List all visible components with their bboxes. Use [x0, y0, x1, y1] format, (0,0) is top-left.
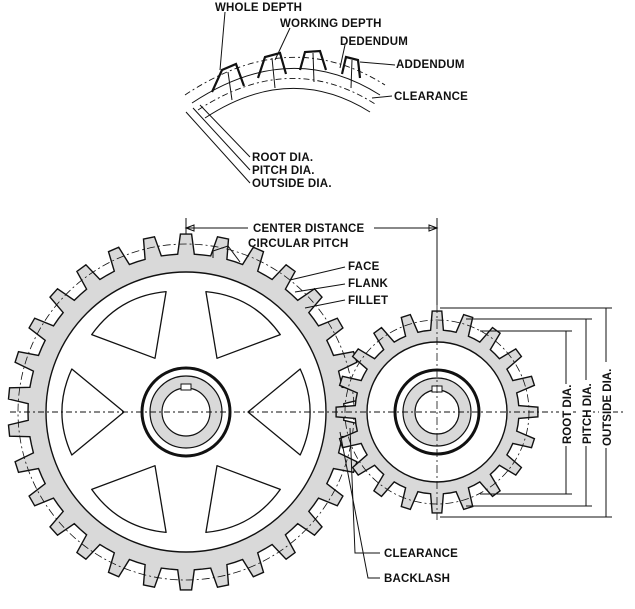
root-dia-label-bg: [559, 384, 573, 446]
backlash-leader: [339, 431, 380, 579]
center-distance-label-bg: [248, 221, 374, 234]
spoke-opening: [91, 465, 167, 534]
center-distance-dimension: CENTER DISTANCE: [184, 218, 439, 585]
label-clearance-top: CLEARANCE: [394, 91, 468, 103]
label-outside-dia-top: OUTSIDE DIA.: [252, 178, 332, 190]
fillet-leader: [304, 299, 346, 309]
arrow-left: [184, 224, 195, 232]
working-depth-leader: [274, 27, 291, 61]
label-flank: FLANK: [348, 278, 388, 290]
mesh-callouts: CLEARANCE BACKLASH: [339, 427, 458, 585]
label-working-depth: WORKING DEPTH: [280, 18, 382, 30]
clearance-bottom-leader: [349, 427, 380, 554]
clearance-top-leader: [371, 95, 393, 99]
tooth-detail: WHOLE DEPTH WORKING DEPTH DEDENDUM ADDEN…: [184, 2, 468, 190]
label-pitch-dia-top: PITCH DIA.: [252, 165, 315, 177]
root-circle-arc: [197, 77, 376, 111]
base-arc: [204, 88, 371, 119]
tooth-centerlines: [227, 52, 353, 101]
label-dedendum: DEDENDUM: [340, 36, 408, 48]
large-keyway: [180, 383, 192, 391]
large-gear-callouts: CIRCULAR PITCH FACE FLANK FILLET: [212, 238, 388, 309]
label-backlash: BACKLASH: [384, 573, 450, 585]
flank-leader: [294, 283, 346, 293]
addendum-leader: [359, 61, 396, 66]
pitch-circle-arc: [191, 67, 381, 104]
tooth-2: [256, 51, 288, 79]
large-gear: [7, 233, 365, 591]
pitch-dia-label-bg: [579, 380, 593, 446]
label-clearance-bottom: CLEARANCE: [384, 548, 458, 560]
outside-dia-leader: [185, 111, 251, 184]
label-face: FACE: [348, 261, 380, 273]
arrow-right: [428, 224, 439, 232]
root-dia-leader: [199, 104, 251, 158]
face-leader: [289, 266, 346, 281]
small-gear-side-dimensions: ROOT DIA. PITCH DIA. OUTSIDE DIA.: [440, 307, 614, 518]
outside-circle-arc: [184, 56, 386, 96]
label-center-distance: CENTER DISTANCE: [253, 223, 365, 235]
tooth-4: [340, 55, 362, 79]
spoke-opening: [91, 290, 167, 359]
spoke-opening: [205, 290, 281, 359]
label-addendum: ADDENDUM: [396, 59, 465, 71]
label-whole-depth: WHOLE DEPTH: [215, 2, 302, 14]
label-outside-dia-side: OUTSIDE DIA.: [602, 369, 614, 446]
label-circular-pitch: CIRCULAR PITCH: [248, 238, 349, 250]
whole-depth-leader: [219, 11, 226, 71]
pitch-dia-leader: [192, 107, 251, 171]
outside-dia-label-bg: [599, 362, 613, 448]
small-gear: [335, 305, 539, 520]
tooth-3: [298, 49, 328, 71]
spoke-opening: [205, 465, 281, 534]
label-pitch-dia-side: PITCH DIA.: [582, 383, 594, 444]
label-root-dia-side: ROOT DIA.: [562, 385, 574, 444]
circular-pitch-leader: [212, 245, 241, 263]
dedendum-leader: [339, 44, 346, 69]
label-root-dia-top: ROOT DIA.: [252, 152, 313, 164]
label-fillet: FILLET: [348, 295, 388, 307]
tooth-1: [210, 62, 246, 93]
